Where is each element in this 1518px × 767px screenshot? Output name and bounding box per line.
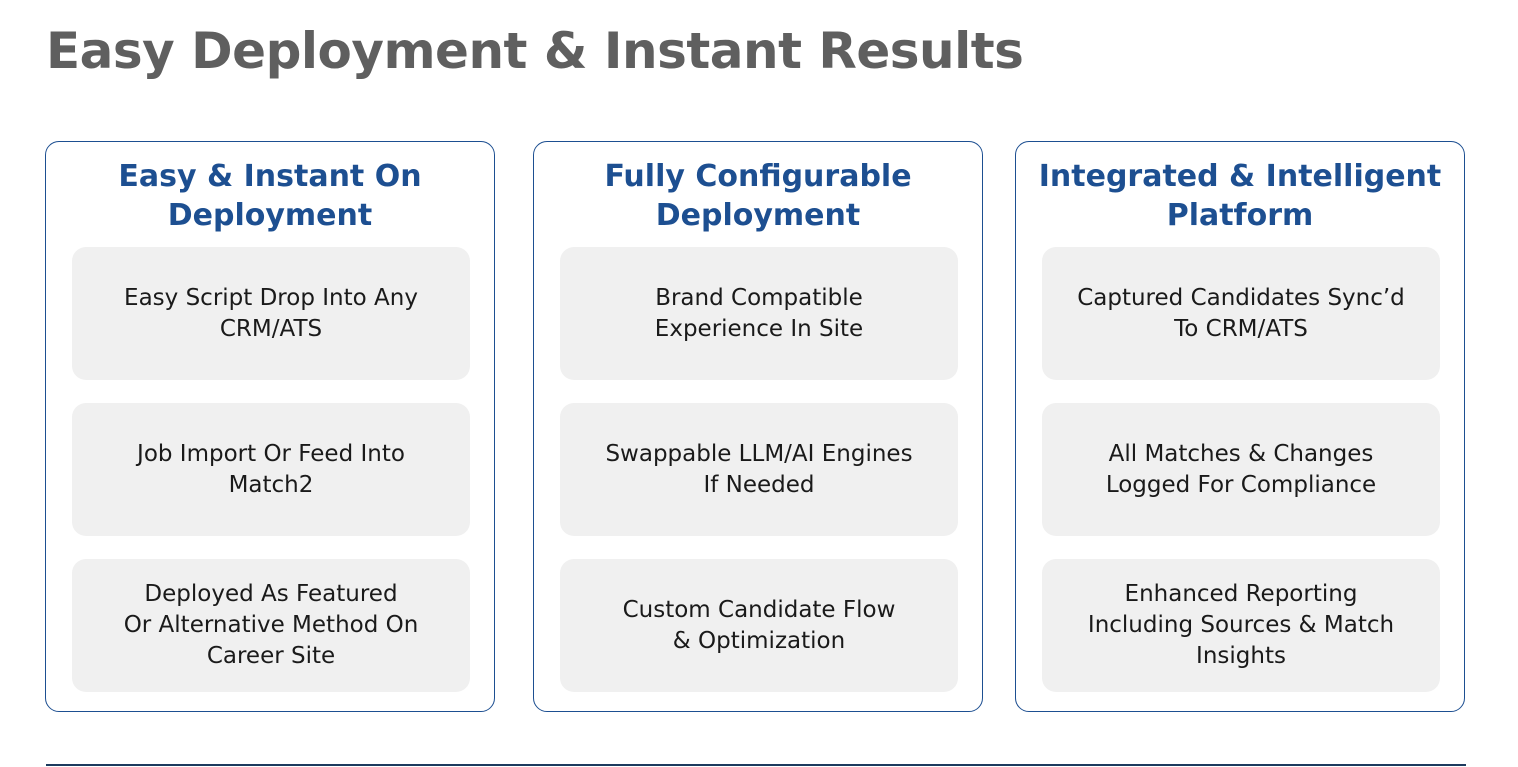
bottom-divider bbox=[46, 764, 1466, 766]
feature-text: All Matches & Changes Logged For Complia… bbox=[1105, 440, 1377, 498]
feature-text: Brand Compatible Experience In Site bbox=[654, 284, 864, 342]
card-title-text: Integrated & Intelligent Platform bbox=[1038, 159, 1442, 233]
feature-text: Captured Candidates Sync’d To CRM/ATS bbox=[1077, 284, 1405, 342]
feature-text: Deployed As Featured Or Alternative Meth… bbox=[123, 581, 419, 669]
feature-box: Captured Candidates Sync’d To CRM/ATS bbox=[1042, 247, 1440, 380]
feature-box: Enhanced Reporting Including Sources & M… bbox=[1042, 559, 1440, 692]
card-easy-instant-deployment: Easy & Instant On Deployment Easy Script… bbox=[45, 141, 495, 712]
card-title-text: Easy & Instant On Deployment bbox=[118, 159, 422, 233]
feature-text: Enhanced Reporting Including Sources & M… bbox=[1087, 581, 1395, 669]
feature-box: All Matches & Changes Logged For Complia… bbox=[1042, 403, 1440, 536]
feature-text: Custom Candidate Flow & Optimization bbox=[622, 596, 896, 654]
feature-box: Job Import Or Feed Into Match2 bbox=[72, 403, 470, 536]
feature-text: Swappable LLM/AI Engines If Needed bbox=[605, 440, 913, 498]
card-title: Easy & Instant On Deployment bbox=[46, 156, 494, 236]
card-fully-configurable-deployment: Fully Configurable Deployment Brand Comp… bbox=[533, 141, 983, 712]
card-title: Fully Configurable Deployment bbox=[534, 156, 982, 236]
feature-box: Swappable LLM/AI Engines If Needed bbox=[560, 403, 958, 536]
feature-text: Job Import Or Feed Into Match2 bbox=[137, 440, 405, 498]
card-integrated-intelligent-platform: Integrated & Intelligent Platform Captur… bbox=[1015, 141, 1465, 712]
feature-box: Easy Script Drop Into Any CRM/ATS bbox=[72, 247, 470, 380]
feature-box: Brand Compatible Experience In Site bbox=[560, 247, 958, 380]
feature-box: Deployed As Featured Or Alternative Meth… bbox=[72, 559, 470, 692]
page-title: Easy Deployment & Instant Results bbox=[46, 22, 1024, 80]
card-title: Integrated & Intelligent Platform bbox=[1016, 156, 1464, 236]
feature-box: Custom Candidate Flow & Optimization bbox=[560, 559, 958, 692]
card-title-text: Fully Configurable Deployment bbox=[604, 159, 912, 233]
feature-text: Easy Script Drop Into Any CRM/ATS bbox=[124, 284, 418, 342]
